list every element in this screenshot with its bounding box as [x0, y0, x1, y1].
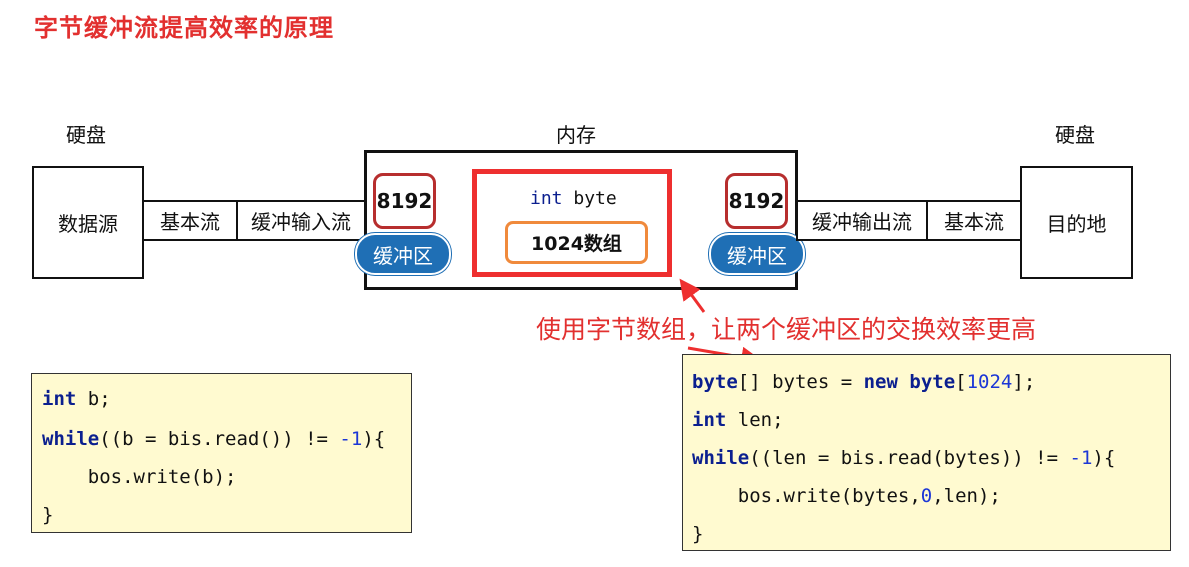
right-disk-label: 硬盘 [1055, 123, 1095, 147]
right-basic-stream-box: 基本流 [926, 200, 1022, 241]
code-line: bos.write(b); [42, 466, 237, 488]
left-basic-stream-label: 基本流 [160, 210, 220, 234]
code-line: } [42, 504, 54, 526]
data-source-label: 数据源 [58, 212, 118, 236]
code-text: ){ [362, 428, 386, 450]
destination-label: 目的地 [1046, 212, 1107, 236]
number-literal: -1 [339, 428, 363, 450]
left-buffer-badge: 缓冲区 [355, 233, 451, 275]
keyword: int [42, 388, 77, 410]
byte-text: byte [562, 188, 617, 209]
keyword: new [863, 371, 898, 393]
data-source-box: 数据源 [32, 166, 144, 279]
left-buffer-size-text: 8192 [376, 189, 433, 213]
keyword: while [692, 447, 750, 469]
code-line: while((b = bis.read()) != -1){ [42, 428, 385, 450]
buffered-output-stream-box: 缓冲输出流 [796, 200, 928, 241]
code-text: b; [76, 388, 111, 410]
code-text: len; [726, 409, 784, 431]
keyword: while [42, 428, 100, 450]
code-text: ,len); [932, 485, 1001, 507]
left-disk-label: 硬盘 [66, 123, 106, 147]
number-literal: 1024 [966, 371, 1013, 393]
arrow-to-array [679, 278, 706, 313]
code-text: bos.write(bytes, [692, 485, 921, 507]
buffered-output-stream-label: 缓冲输出流 [812, 210, 912, 234]
number-literal: -1 [1069, 447, 1093, 469]
page-title: 字节缓冲流提高效率的原理 [34, 14, 334, 42]
code-text: ((len = bis.read(bytes)) != [749, 447, 1070, 469]
code-text: ){ [1092, 447, 1116, 469]
int-byte-label: int byte [530, 188, 617, 209]
right-basic-stream-label: 基本流 [944, 210, 1004, 234]
code-line: while((len = bis.read(bytes)) != -1){ [692, 447, 1115, 469]
buffered-input-stream-box: 缓冲输入流 [236, 200, 366, 241]
code-text: ]; [1012, 371, 1036, 393]
keyword: byte [909, 371, 956, 393]
destination-box: 目的地 [1020, 166, 1133, 279]
code-text: [ [955, 371, 967, 393]
efficiency-note: 使用字节数组，让两个缓冲区的交换效率更高 [536, 315, 1037, 344]
left-buffer-label: 缓冲区 [373, 243, 433, 268]
right-buffer-size-text: 8192 [728, 189, 785, 213]
buffered-input-stream-label: 缓冲输入流 [251, 210, 351, 234]
code-block-single-byte: int b; while((b = bis.read()) != -1){ bo… [31, 373, 412, 533]
left-buffer-size: 8192 [373, 173, 436, 229]
keyword: byte [692, 371, 738, 393]
code-line: } [692, 523, 704, 545]
number-literal: 0 [920, 485, 933, 507]
code-line: byte[] bytes = new byte[1024]; [692, 371, 1035, 393]
code-text [898, 371, 909, 393]
code-text: [] bytes = [737, 371, 864, 393]
code-line: bos.write(bytes,0,len); [692, 485, 1001, 507]
right-buffer-label: 缓冲区 [727, 243, 787, 268]
code-block-byte-array: byte[] bytes = new byte[1024]; int len; … [682, 354, 1171, 551]
keyword: int [692, 409, 727, 431]
byte-array-box: 1024数组 [505, 221, 648, 264]
code-text: ((b = bis.read()) != [99, 428, 340, 450]
code-line: int len; [692, 409, 784, 431]
byte-array-label: 1024数组 [531, 233, 622, 255]
memory-label: 内存 [556, 123, 596, 147]
right-buffer-size: 8192 [725, 173, 788, 229]
byte-array-highlight [472, 169, 672, 277]
code-line: int b; [42, 388, 111, 410]
right-buffer-badge: 缓冲区 [709, 233, 805, 275]
int-keyword: int [530, 188, 563, 209]
